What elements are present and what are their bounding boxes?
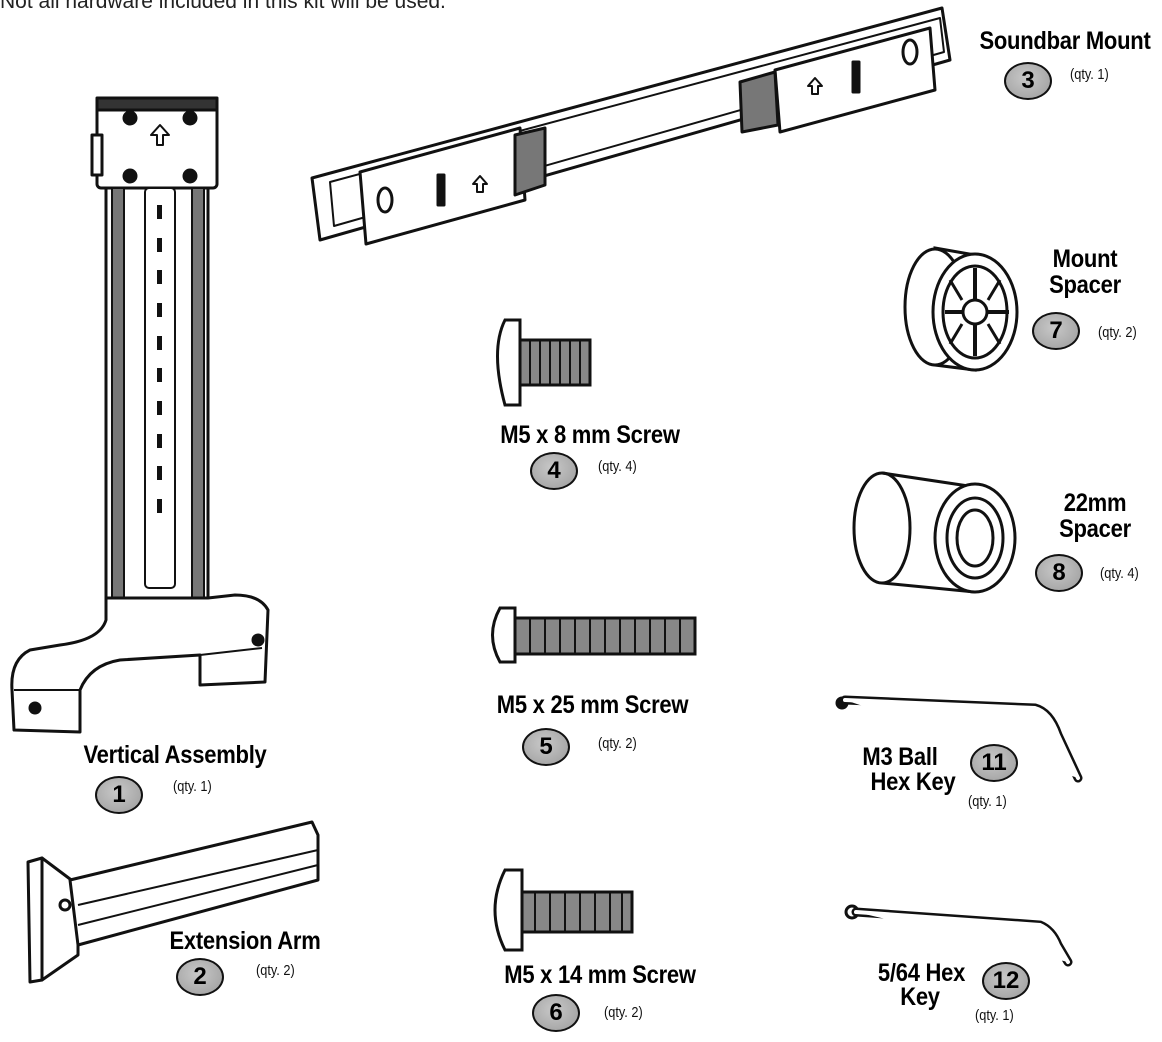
mount-spacer-drawing (903, 246, 1019, 372)
22mm-spacer-drawing (852, 471, 1017, 594)
part-7-label-line2: Spacer (1049, 271, 1121, 299)
soundbar-mount-drawing (310, 6, 952, 246)
part-11-qty: (qty. 1) (968, 793, 1007, 810)
part-8-label-line1: 22mm (1063, 489, 1127, 517)
part-12-qty: (qty. 1) (975, 1007, 1014, 1024)
extension-arm-drawing (26, 820, 320, 984)
part-5-qty: (qty. 2) (598, 735, 637, 752)
part-4-qty: (qty. 4) (598, 458, 637, 475)
part-5-badge: 5 (522, 728, 570, 766)
part-7-badge: 7 (1032, 312, 1080, 350)
part-12-badge: 12 (982, 962, 1030, 1000)
part-12-label-line1: 5/64 Hex (877, 959, 966, 987)
part-11-label-line1: M3 Ball (862, 743, 938, 771)
part-1-badge: 1 (95, 776, 143, 814)
part-3-qty: (qty. 1) (1070, 66, 1109, 83)
part-1-label: Vertical Assembly (83, 741, 267, 769)
part-8-qty: (qty. 4) (1100, 565, 1139, 582)
m5-25mm-screw-drawing (491, 606, 697, 664)
part-6-badge: 6 (532, 994, 580, 1032)
part-2-badge: 2 (176, 958, 224, 996)
vertical-assembly-drawing (10, 96, 270, 734)
part-2-qty: (qty. 2) (256, 962, 295, 979)
part-8-label-line2: Spacer (1059, 515, 1131, 543)
m5-14mm-screw-drawing (493, 868, 634, 952)
part-7-qty: (qty. 2) (1098, 324, 1137, 341)
part-12-label-line2: Key (900, 983, 940, 1011)
part-7-label-line1: Mount (1052, 245, 1118, 273)
part-6-label: M5 x 14 mm Screw (504, 961, 696, 989)
m3-ball-hex-key-drawing (835, 695, 1083, 783)
part-2-label: Extension Arm (169, 927, 321, 955)
part-6-qty: (qty. 2) (604, 1004, 643, 1021)
part-5-label: M5 x 25 mm Screw (496, 691, 689, 719)
part-3-badge: 3 (1004, 62, 1052, 100)
m5-8mm-screw-drawing (496, 318, 592, 407)
part-1-qty: (qty. 1) (173, 778, 212, 795)
part-11-badge: 11 (970, 744, 1018, 782)
part-4-badge: 4 (530, 452, 578, 490)
part-11-label-line2: Hex Key (870, 768, 956, 796)
part-4-label: M5 x 8 mm Screw (500, 421, 680, 449)
5-64-hex-key-drawing (844, 904, 1073, 967)
part-8-badge: 8 (1035, 554, 1083, 592)
part-3-label: Soundbar Mount (979, 27, 1151, 55)
hardware-note: Not all hardware included in this kit wi… (0, 0, 446, 13)
